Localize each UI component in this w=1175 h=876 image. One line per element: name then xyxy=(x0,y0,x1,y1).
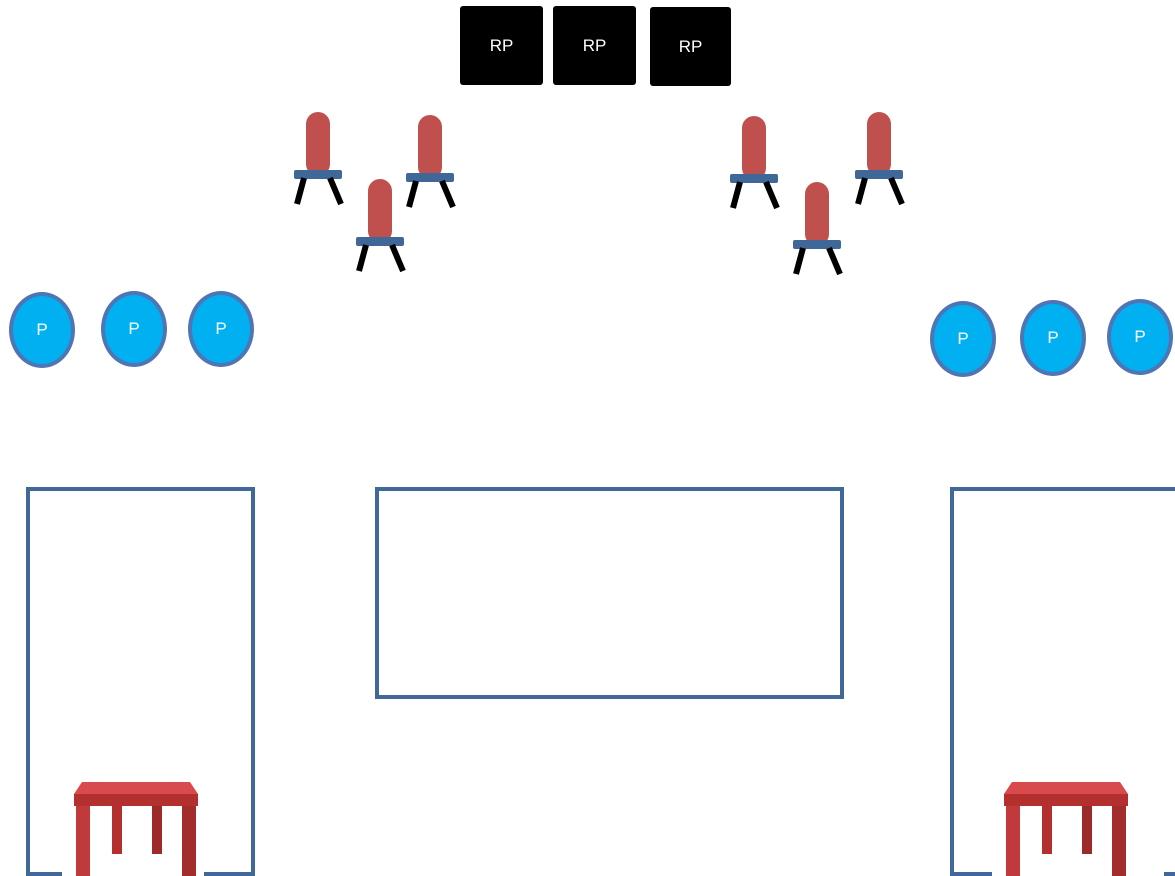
chair-icon xyxy=(290,110,350,210)
person-circle: P xyxy=(930,301,996,377)
person-circle: P xyxy=(1020,300,1086,376)
chair-icon xyxy=(726,114,786,214)
center-table-outline xyxy=(375,487,844,699)
chair-icon xyxy=(851,110,911,210)
person-circle: P xyxy=(188,291,254,367)
reserved-box: RP xyxy=(553,6,636,85)
reserved-box: RP xyxy=(650,7,731,86)
person-circle: P xyxy=(1107,299,1173,375)
person-circle: P xyxy=(9,292,75,368)
reserved-box: RP xyxy=(460,6,543,85)
chair-icon xyxy=(352,177,412,277)
table-icon xyxy=(70,780,200,876)
person-circle: P xyxy=(101,291,167,367)
chair-icon xyxy=(789,180,849,280)
table-icon xyxy=(1000,780,1130,876)
